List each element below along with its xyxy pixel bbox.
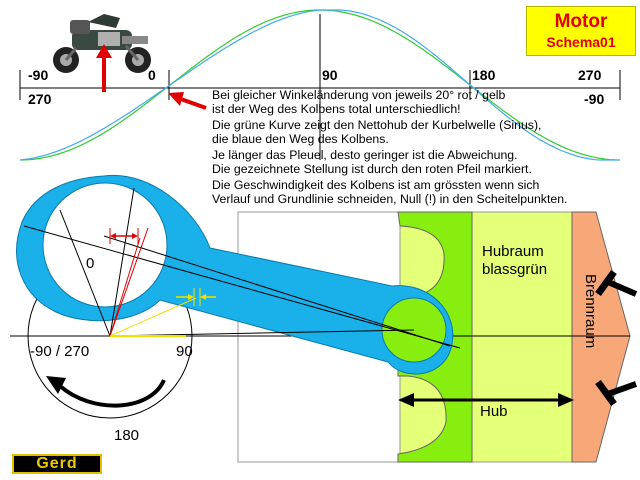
axis-top-label: 270 xyxy=(578,67,602,83)
description-line: Die Geschwindigkeit des Kolbens ist am g… xyxy=(212,178,540,192)
logo: Gerd xyxy=(12,454,102,474)
title-box: Motor Schema01 xyxy=(526,6,636,56)
motorcycle-image xyxy=(53,14,151,73)
description-line: Bei gleicher Winkeländerung von jeweils … xyxy=(212,88,506,102)
yellow-delta-marker xyxy=(176,288,216,306)
brennraum-label: Brennraum xyxy=(582,274,599,348)
description-line: die blaue den Weg des Kolbens. xyxy=(212,132,389,146)
description-line: Die gezeichnete Stellung ist durch den r… xyxy=(212,162,532,176)
description-line: Verlauf und Grundlinie schneiden, Null (… xyxy=(212,192,567,206)
hubraum-label: Hubraum xyxy=(482,243,544,260)
axis-top-label: 0 xyxy=(148,67,156,83)
title-main: Motor xyxy=(554,11,608,32)
rotation-arrow xyxy=(58,379,166,408)
spark-plug xyxy=(595,379,638,407)
rotation-arrow-head xyxy=(46,376,66,394)
red-delta-marker xyxy=(109,228,139,244)
combustion-chamber xyxy=(571,211,631,463)
crank-label-zero: 0 xyxy=(86,255,94,272)
hub-arrow xyxy=(398,393,574,407)
axis-top-label: 90 xyxy=(322,67,338,83)
description-line: ist der Weg des Kolbens total unterschie… xyxy=(212,102,461,116)
hubraum-label: blassgrün xyxy=(482,261,547,278)
crank-label-right: 90 xyxy=(176,343,193,360)
piston-curve xyxy=(19,9,620,161)
axis-top-label: 180 xyxy=(472,67,496,83)
hub-label: Hub xyxy=(480,403,508,420)
description-line: Die grüne Kurve zeigt den Nettohub der K… xyxy=(212,118,541,132)
title-sub: Schema01 xyxy=(546,34,616,50)
position-arrow xyxy=(168,92,207,110)
spark-plug xyxy=(595,269,638,297)
axis-bottom-label: -90 xyxy=(584,91,604,107)
position-arrow xyxy=(96,44,112,92)
axis-top-label: -90 xyxy=(28,67,48,83)
crank-label-left: -90 / 270 xyxy=(30,343,89,360)
big-end-eye xyxy=(42,182,168,308)
axis-bottom-label: 270 xyxy=(28,91,52,107)
crank-label-bottom: 180 xyxy=(114,427,139,444)
description-line: Je länger das Pleuel, desto geringer ist… xyxy=(212,148,518,162)
